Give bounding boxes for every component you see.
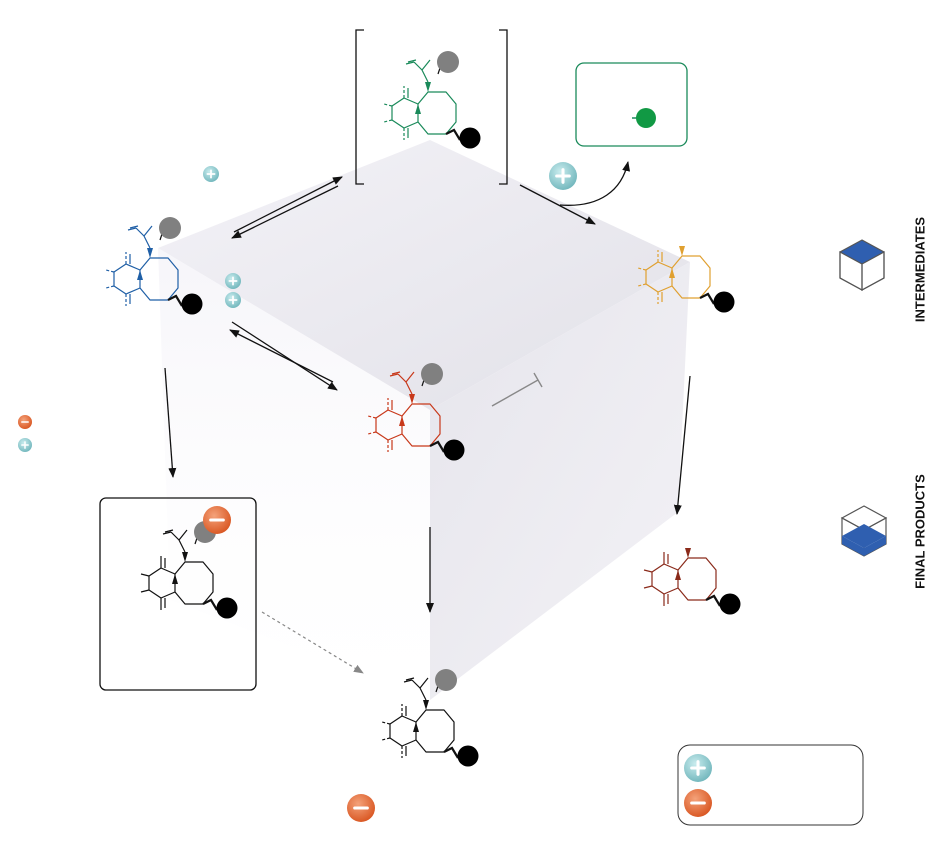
black-ball bbox=[216, 597, 238, 619]
arrow-dashed-box-to-black bbox=[261, 611, 364, 674]
plus-icon bbox=[225, 292, 241, 308]
gray-ball bbox=[437, 51, 459, 73]
black-product-box bbox=[99, 497, 257, 691]
plus-icon bbox=[225, 273, 241, 289]
molecule-blue-intermediate bbox=[105, 217, 203, 315]
molecule-green-intermediate bbox=[383, 51, 481, 149]
arrow-blue-to-green bbox=[233, 176, 343, 233]
green-dot bbox=[636, 108, 656, 128]
molecule-darkred-product bbox=[643, 548, 741, 615]
black-ball bbox=[459, 127, 481, 149]
green-product-box bbox=[575, 62, 688, 147]
arrow-orange-down bbox=[673, 375, 691, 515]
bracket bbox=[355, 29, 508, 185]
cube-bottom-highlight-icon bbox=[840, 505, 888, 557]
gray-ball bbox=[435, 669, 457, 691]
arrow-curved-to-box bbox=[559, 161, 631, 206]
black-ball bbox=[713, 291, 735, 313]
arrow-green-to-orange bbox=[519, 184, 596, 225]
arrow-blue-to-red bbox=[231, 321, 338, 391]
arrow-red-to-blue bbox=[229, 329, 334, 383]
inhibition-arrow bbox=[491, 372, 543, 407]
legend-box bbox=[677, 744, 864, 826]
bracket-right bbox=[499, 29, 508, 185]
black-ball bbox=[181, 293, 203, 315]
black-ball bbox=[719, 593, 741, 615]
minus-icon bbox=[684, 789, 712, 817]
cube-top-face bbox=[158, 140, 690, 410]
intermediates-label: INTERMEDIATES bbox=[912, 216, 928, 323]
arrow-green-to-blue bbox=[231, 185, 339, 239]
plus-icon bbox=[549, 162, 577, 190]
cube-top-highlight-icon bbox=[839, 239, 885, 292]
plus-icon bbox=[684, 754, 712, 782]
minus-icon bbox=[347, 794, 375, 822]
molecule-orange-intermediate bbox=[637, 246, 735, 313]
black-ball bbox=[457, 745, 479, 767]
plus-icon bbox=[18, 438, 32, 452]
cube-right-face bbox=[430, 262, 690, 700]
molecule-red-intermediate bbox=[367, 363, 465, 461]
arrow-blue-down bbox=[164, 367, 177, 478]
cube-left-face bbox=[158, 248, 430, 700]
bracket-left bbox=[355, 29, 364, 185]
green-box-frame bbox=[575, 62, 688, 147]
minus-icon bbox=[18, 415, 32, 429]
gray-ball bbox=[159, 217, 181, 239]
black-ball bbox=[443, 439, 465, 461]
minus-icon bbox=[203, 506, 231, 534]
reaction-arrows bbox=[164, 161, 691, 674]
gray-ball bbox=[421, 363, 443, 385]
central-cube bbox=[158, 140, 690, 700]
molecule-black-final bbox=[381, 669, 479, 767]
plus-icon bbox=[203, 166, 219, 182]
final-products-label: FINAL PRODUCTS bbox=[912, 474, 928, 589]
